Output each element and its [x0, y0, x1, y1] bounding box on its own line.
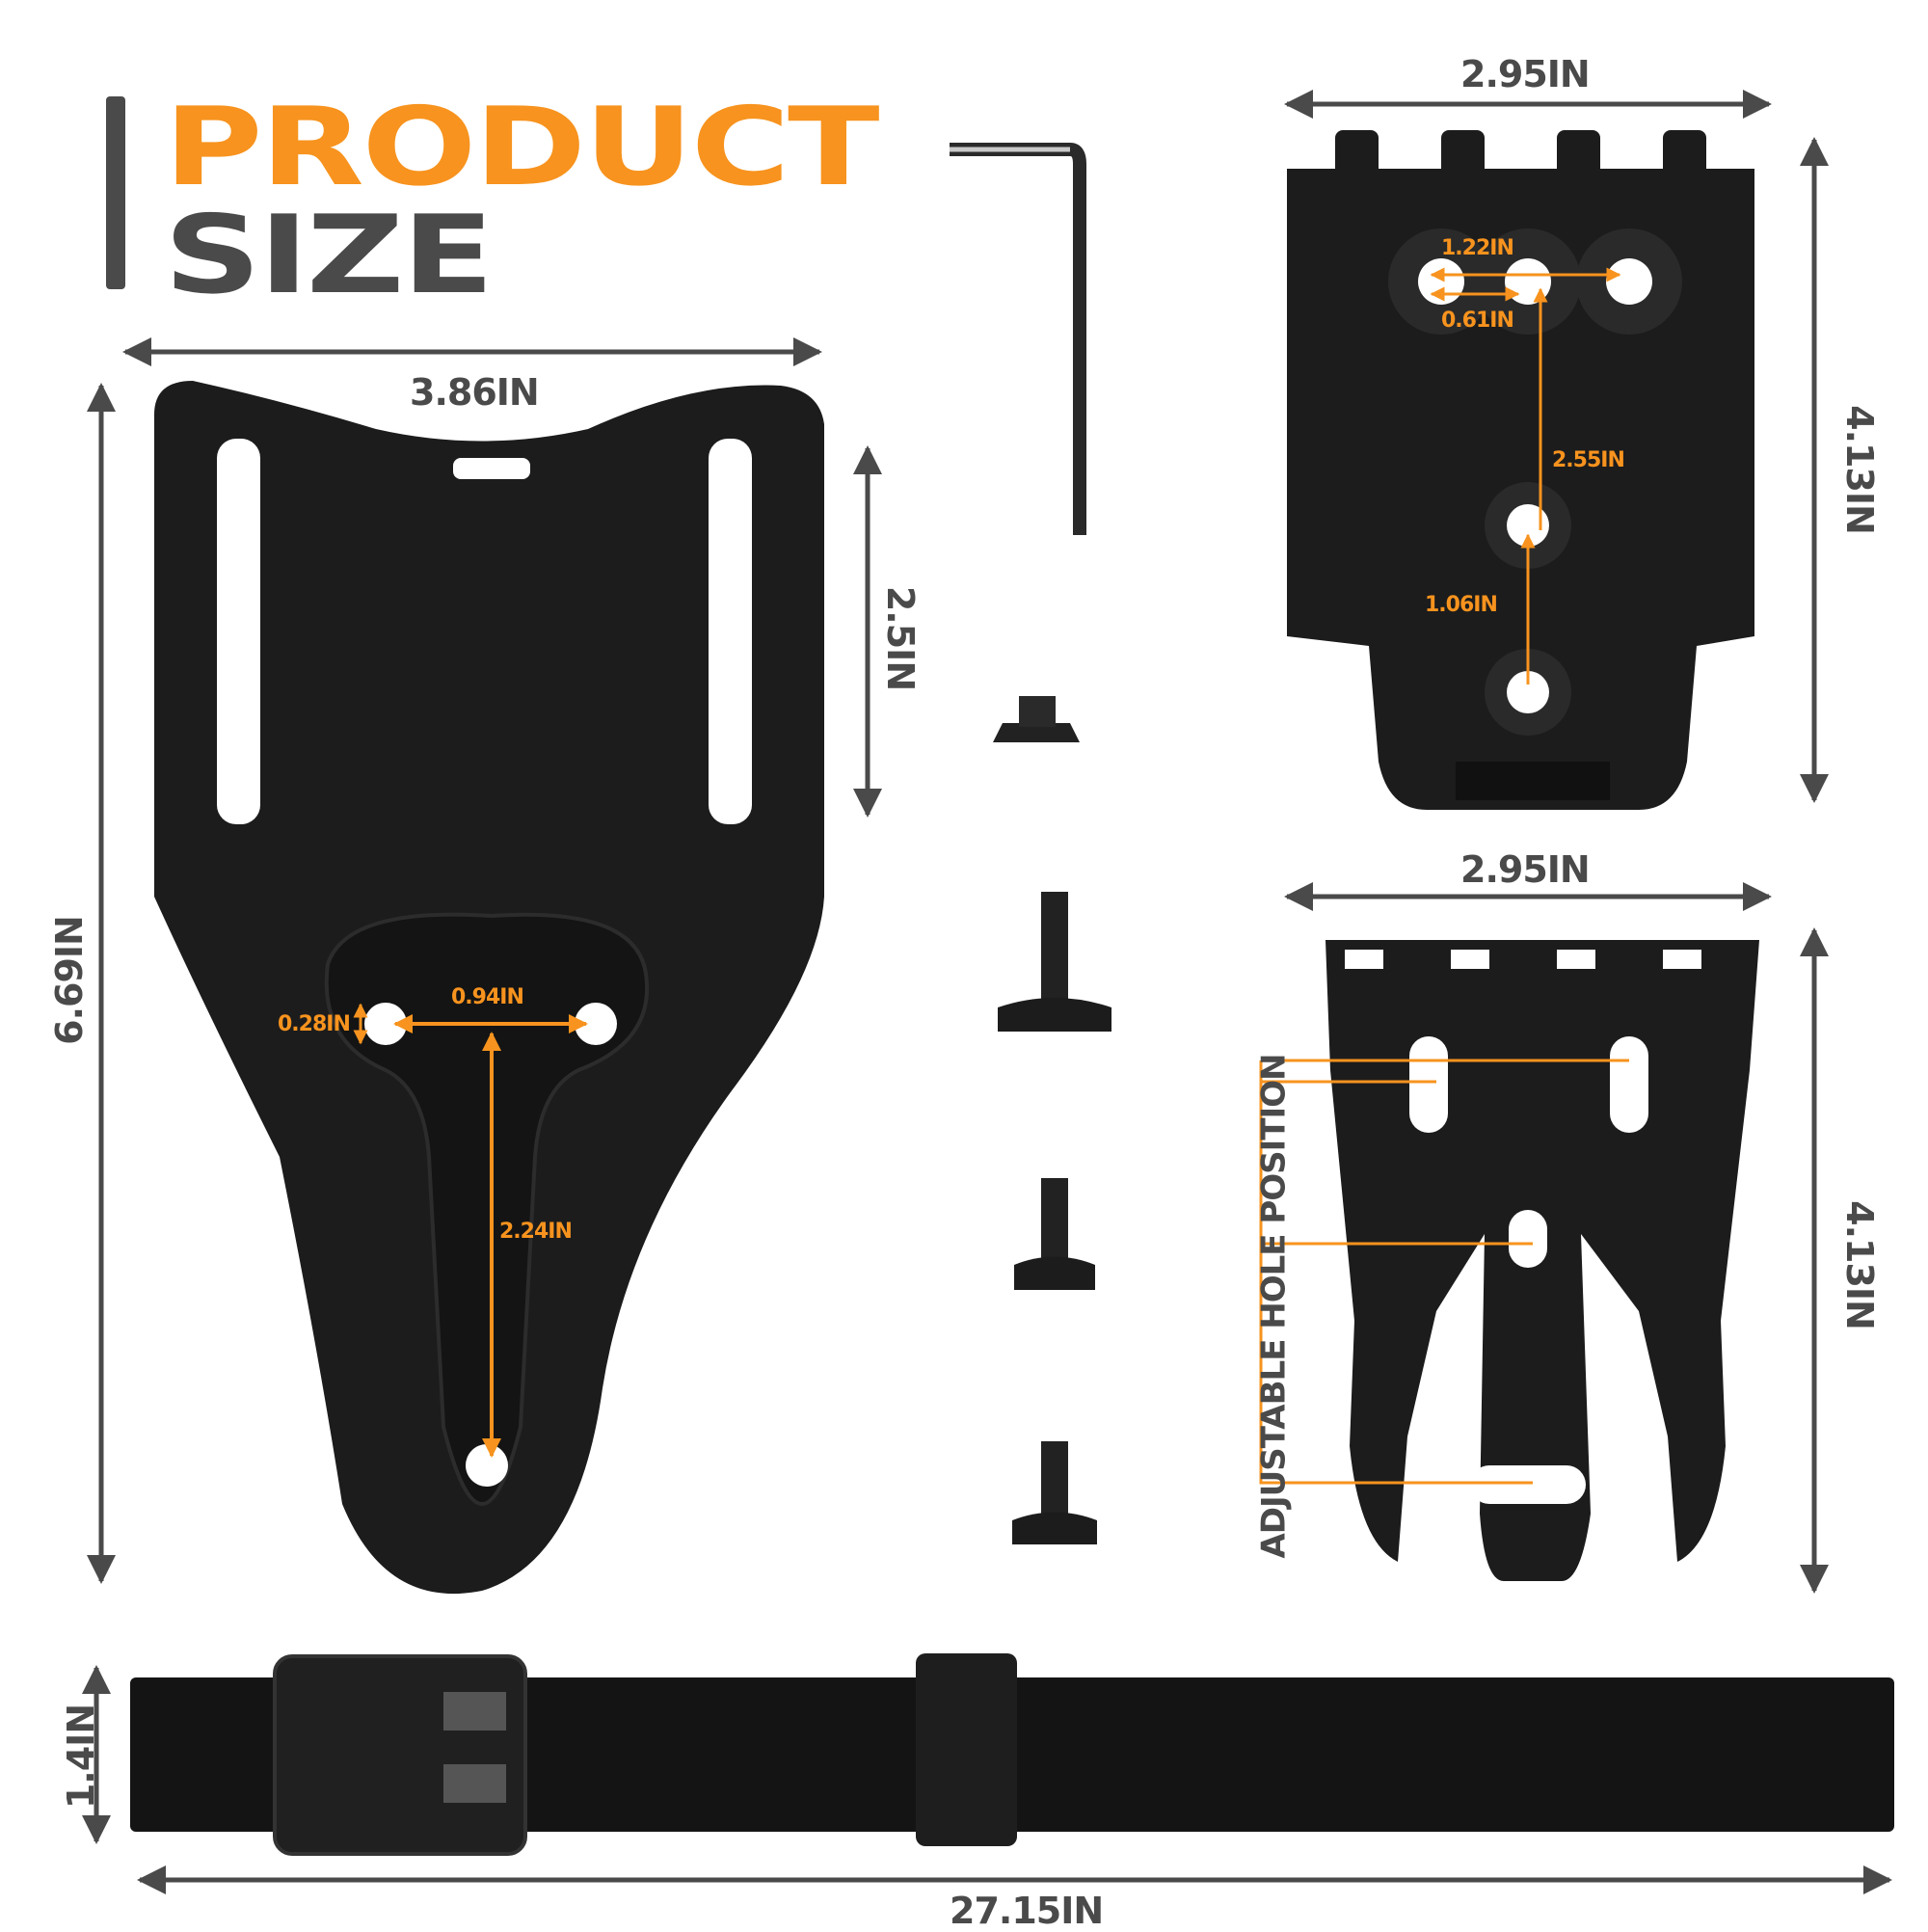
title-line-2: SIZE: [164, 193, 495, 318]
drop-leg-platform: [154, 381, 824, 1595]
locking-fork: [1326, 940, 1759, 1581]
title-line-1: PRODUCT: [164, 85, 880, 210]
leg-strap: [130, 1653, 1894, 1856]
receiver-plate: [1287, 130, 1754, 810]
receiver-width-label: 2.95IN: [1460, 53, 1591, 95]
receiver-wide-spacing-label: 1.22IN: [1441, 236, 1514, 260]
platform-height-label: 6.69IN: [47, 916, 91, 1045]
hole-spacing-label: 0.94IN: [451, 985, 524, 1009]
platform-vertical-spacing-label: 2.24IN: [499, 1220, 573, 1244]
hex-key: [950, 143, 1086, 535]
screw-2: [1014, 1178, 1095, 1290]
screw-3: [1012, 1441, 1097, 1544]
fork-height-label: 4.13IN: [1837, 1200, 1881, 1329]
platform-width-label: 3.86IN: [410, 371, 540, 414]
strap-width-label: 1.4IN: [60, 1704, 103, 1810]
receiver-height-label: 4.13IN: [1837, 405, 1881, 534]
hole-diameter-label: 0.28IN: [278, 1012, 351, 1036]
receiver-lower-spacing-label: 1.06IN: [1425, 593, 1498, 617]
t-nut: [993, 696, 1080, 742]
title-accent-bar: [106, 96, 125, 289]
receiver-vertical-spacing-label: 2.55IN: [1552, 448, 1625, 472]
receiver-narrow-spacing-label: 0.61IN: [1441, 309, 1514, 333]
slot-length-label: 2.5IN: [879, 585, 923, 691]
strap-length-label: 27.15IN: [950, 1890, 1104, 1932]
fork-width-label: 2.95IN: [1460, 848, 1591, 891]
adjustable-hole-note: ADJUSTABLE HOLE POSITION: [1254, 1054, 1294, 1559]
hole-pointer-bracket: [1259, 1060, 1533, 1485]
screw-1: [998, 892, 1111, 1032]
